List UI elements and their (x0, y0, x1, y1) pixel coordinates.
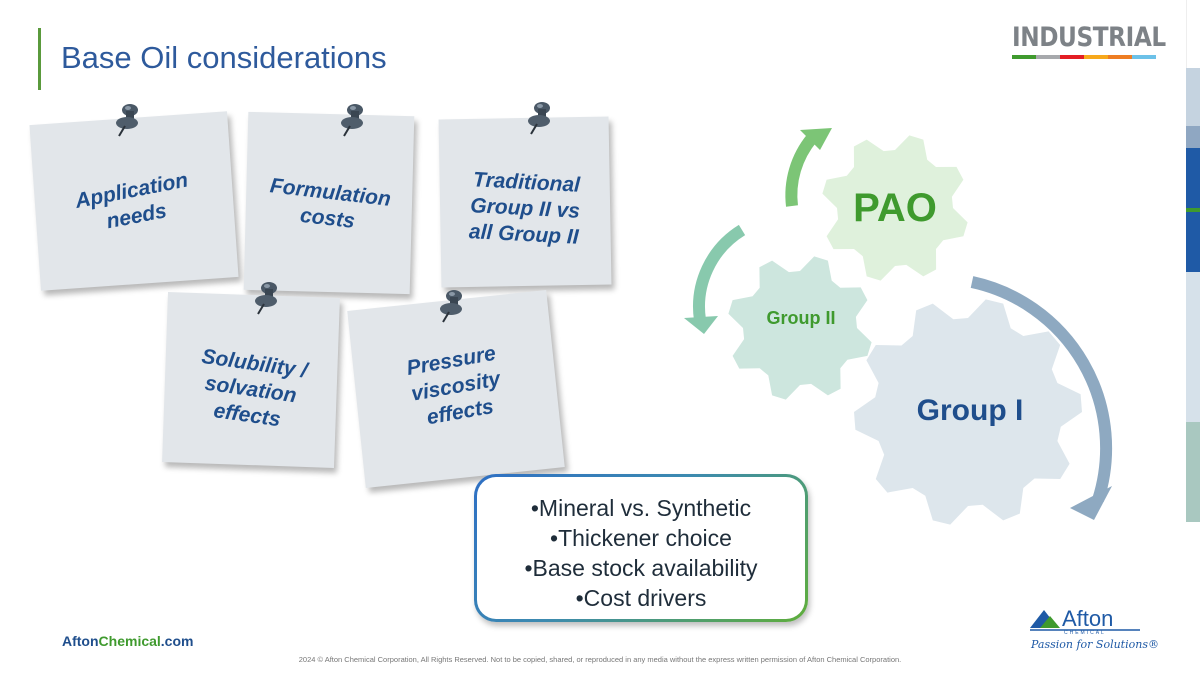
cycle-arrow-group-ii (693, 224, 746, 321)
brand-stripe-segment (1132, 55, 1156, 59)
cycle-arrow-group-ii-head (684, 316, 718, 334)
push-pin-icon (341, 104, 363, 137)
brand-label: INDUSTRIAL (1012, 22, 1166, 53)
afton-logo-mark-icon (1030, 610, 1140, 631)
callout-bullet-thickener: •Thickener choice (550, 525, 732, 551)
gear-label-group-i: Group I (916, 394, 1024, 427)
sticky-note-solubility: Solubility / solvation effects (162, 292, 340, 468)
gear-label-group-ii: Group II (766, 308, 836, 328)
slide-title: Base Oil considerations (61, 40, 387, 75)
sticky-note-formulation-costs: Formulation costs (243, 111, 415, 295)
brand-stripe-segment (1084, 55, 1108, 59)
brand-stripe-segment (1108, 55, 1132, 59)
considerations-callout: •Mineral vs. Synthetic •Thickener choice… (474, 474, 808, 622)
title-accent-bar (38, 28, 41, 90)
cycle-arrow-group-i (970, 276, 1113, 502)
website-link[interactable]: AftonChemical.com (62, 633, 194, 649)
afton-tagline: Passion for Solutions® (1031, 638, 1159, 651)
push-pin-icon (440, 290, 462, 323)
industrial-brand-logo: INDUSTRIAL (1012, 20, 1166, 59)
afton-logo-sub: CHEMICAL (1064, 630, 1106, 636)
gear-diagram (684, 128, 1113, 525)
sticky-note-traditional-group: Traditional Group II vs all Group II (438, 116, 612, 288)
gear-group-i (854, 299, 1082, 525)
push-pin-icon (116, 104, 138, 137)
afton-logo-word: Afton (1062, 606, 1114, 631)
brand-stripe-segment (1060, 55, 1084, 59)
brand-color-stripe (1012, 55, 1156, 59)
callout-bullet-base-stock: •Base stock availability (524, 555, 758, 581)
cycle-arrow-pao-head (800, 128, 832, 150)
push-pin-icon (255, 282, 277, 315)
right-edge-decoration (1186, 0, 1200, 675)
gear-pao (822, 135, 968, 281)
callout-bullet-cost: •Cost drivers (575, 585, 707, 611)
callout-bullet-mineral: •Mineral vs. Synthetic (530, 495, 752, 521)
legal-notice: 2024 © Afton Chemical Corporation, All R… (298, 655, 902, 664)
brand-stripe-segment (1036, 55, 1060, 59)
push-pin-icon (528, 102, 550, 135)
gear-group-ii (728, 256, 872, 400)
brand-stripe-segment (1012, 55, 1036, 59)
cycle-arrow-pao (785, 134, 817, 207)
gear-label-pao: PAO (853, 186, 937, 230)
cycle-arrow-group-i-head (1070, 486, 1112, 520)
